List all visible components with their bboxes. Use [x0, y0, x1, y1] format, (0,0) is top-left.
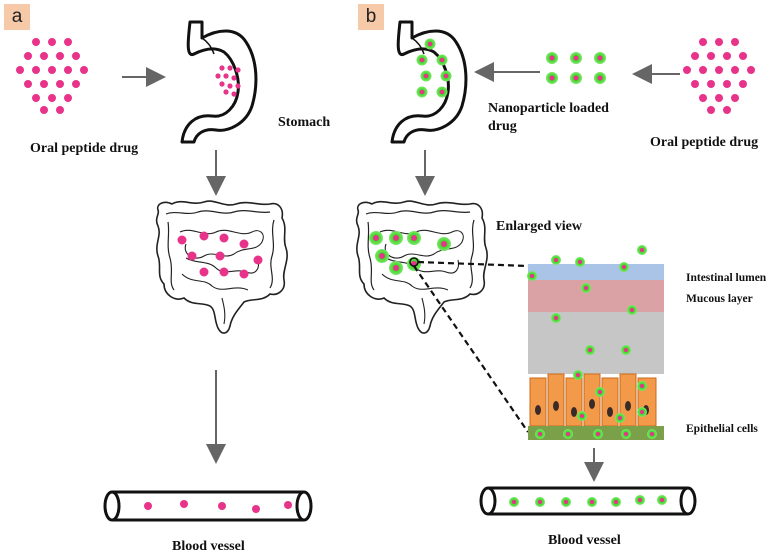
- panel-b-stomach: [390, 20, 468, 144]
- panel-a-drug-cluster: [16, 38, 88, 114]
- panel-a-stomach-label: Stomach: [278, 115, 331, 130]
- layer-label-lumen: Intestinal lumen: [686, 272, 767, 284]
- panel-b-enlarged-label: Enlarged view: [496, 219, 582, 234]
- tissue-nanoparticles: [527, 245, 657, 439]
- panel-a-stomach: [180, 20, 258, 144]
- layer-label-epithelial: Epithelial cells: [686, 423, 758, 435]
- panel-a-vessel-label: Blood vessel: [172, 539, 245, 554]
- panel-a-blood-vessel: [103, 490, 313, 522]
- panel-b-drug-label: Oral peptide drug: [650, 135, 759, 150]
- layer-label-mucous: Mucous layer: [686, 293, 753, 305]
- panel-b-vessel-label: Blood vessel: [548, 533, 621, 548]
- panel-b-drug-cluster: [683, 38, 755, 114]
- panel-b-tag: b: [358, 4, 384, 30]
- panel-a-intestine: [155, 200, 288, 334]
- zoom-line-top: [417, 260, 529, 268]
- panel-b-nanoparticle-group: [546, 52, 606, 84]
- tissue-cross-section: [527, 245, 664, 440]
- panel-a-drug-label: Oral peptide drug: [30, 141, 139, 156]
- panel-b-intestine: [355, 200, 488, 334]
- zoom-line-bottom: [413, 265, 529, 433]
- panel-b-blood-vessel: [479, 486, 697, 516]
- panel-b-nanoparticle-label-line2: drug: [488, 119, 517, 134]
- panel-b-nanoparticle-label-line1: Nanoparticle loaded: [488, 101, 609, 116]
- panel-a-tag: a: [4, 4, 30, 30]
